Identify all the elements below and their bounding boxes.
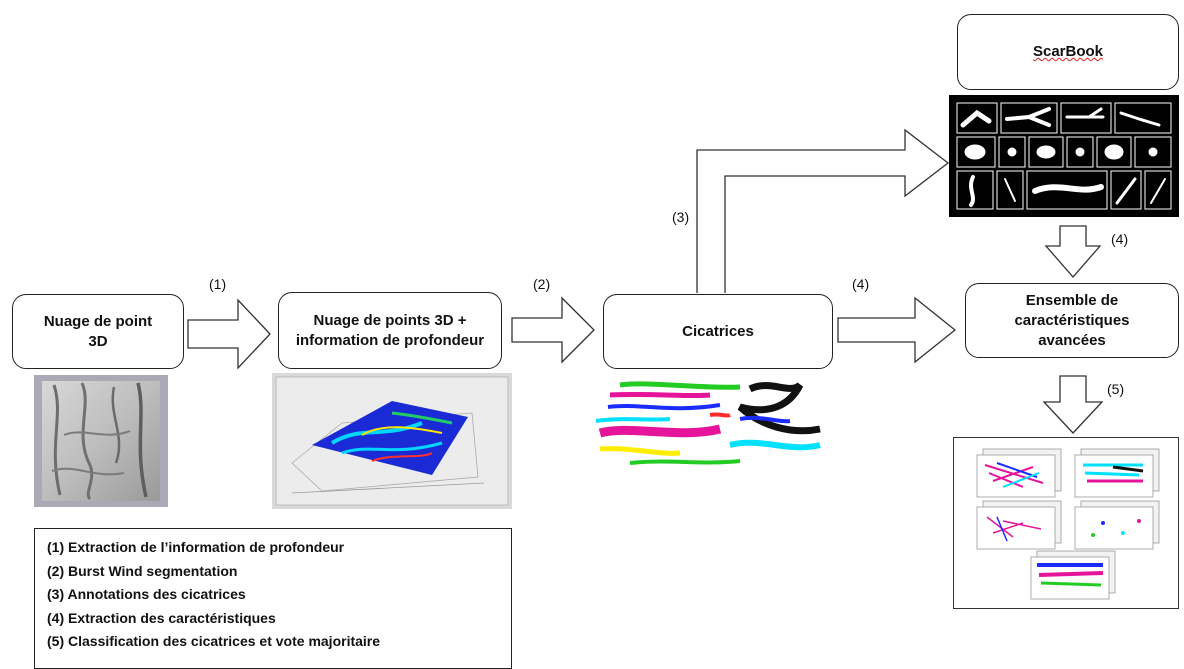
legend-item-2: (2) Burst Wind segmentation xyxy=(47,562,238,579)
box-scars-label: Cicatrices xyxy=(682,322,754,340)
box-point-cloud-depth: Nuage de points 3D + information de prof… xyxy=(278,292,502,369)
legend-item-4: (4) Extraction des caractéristiques xyxy=(47,609,276,626)
step-label-2: (2) xyxy=(533,276,551,292)
box-point-cloud-3d-label: Nuage de point 3D xyxy=(43,312,153,350)
box-scarbook-label: ScarBook xyxy=(1032,43,1104,60)
scars-image xyxy=(590,375,826,475)
arrow-3 xyxy=(696,128,950,293)
step-label-4-horizontal: (4) xyxy=(852,276,870,292)
arrow-4-vertical xyxy=(1044,225,1102,278)
legend-item-1: (1) Extraction de l’information de profo… xyxy=(47,539,345,555)
step-label-4-vertical: (4) xyxy=(1111,231,1129,247)
legend: (1) Extraction de l’information de profo… xyxy=(34,528,512,669)
legend-item-3: (3) Annotations des cicatrices xyxy=(47,586,246,602)
arrow-2 xyxy=(511,296,595,364)
point-cloud-image xyxy=(34,375,168,507)
box-scars: Cicatrices xyxy=(603,294,833,369)
arrow-1 xyxy=(187,298,271,370)
step-label-1: (1) xyxy=(209,276,227,292)
box-scarbook: ScarBook xyxy=(957,14,1179,90)
classification-image xyxy=(953,437,1179,609)
step-label-3: (3) xyxy=(672,209,690,225)
step-label-5: (5) xyxy=(1107,381,1125,397)
depth-map-image xyxy=(272,373,512,509)
legend-item-5: (5) Classification des cicatrices et vot… xyxy=(47,633,381,649)
box-features-label: Ensemble de caractéristiques avancées xyxy=(1014,291,1130,349)
arrow-5-vertical xyxy=(1042,375,1104,434)
box-point-cloud-3d: Nuage de point 3D xyxy=(12,294,184,369)
box-point-cloud-depth-label: Nuage de points 3D + information de prof… xyxy=(295,311,485,349)
scarbook-image xyxy=(949,95,1179,217)
arrow-4-horizontal xyxy=(837,296,957,364)
box-features: Ensemble de caractéristiques avancées xyxy=(965,283,1179,358)
